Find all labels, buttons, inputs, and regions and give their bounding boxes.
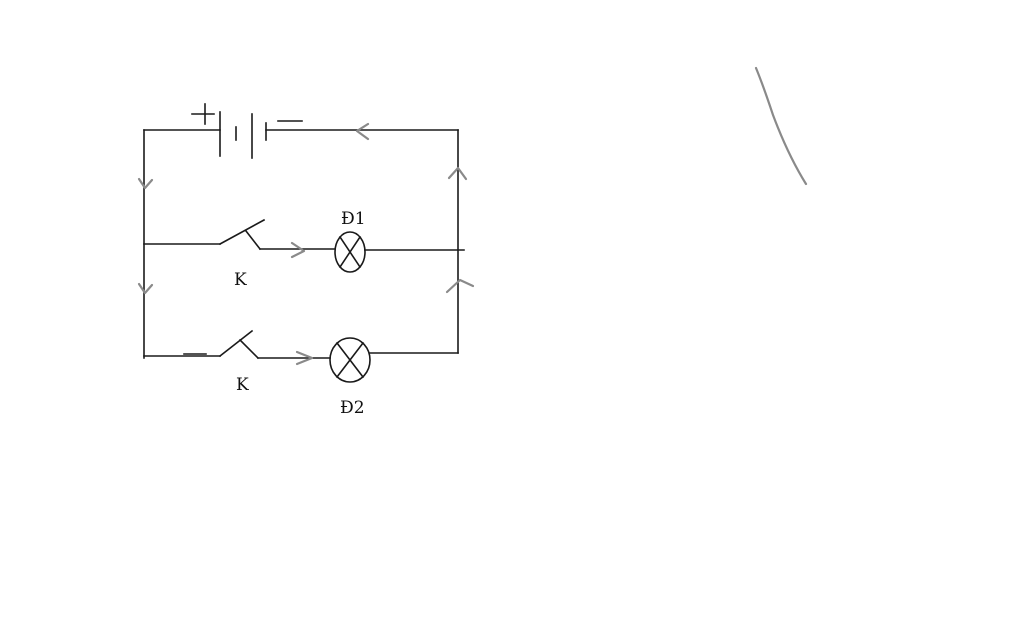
switch-2-label: K [236, 375, 249, 395]
arrow-right-branch-2-icon [295, 350, 314, 366]
stray-pen-stroke [754, 66, 808, 186]
lamp-2-cross-b [335, 341, 365, 379]
branch-2: K Đ2 [143, 329, 459, 418]
lamp-2-label: Đ2 [340, 398, 365, 418]
lamp-2-bulb [329, 337, 371, 383]
lamp-1-label: Đ1 [341, 209, 366, 229]
arrow-top-left-icon [355, 122, 370, 141]
arrow-down-left-rail-2-icon [137, 282, 154, 295]
switch-2-contact [238, 338, 260, 360]
switch-1-contact [244, 229, 262, 251]
lamp-1-cross-b [338, 235, 362, 269]
switch-1-label: K [234, 270, 247, 290]
lamp-1 [334, 231, 366, 273]
arrow-up-right-rail-1-icon [447, 166, 468, 181]
lamp-2 [329, 337, 371, 383]
switch-2-blade [218, 329, 254, 358]
battery [143, 103, 459, 159]
arrow-up-right-rail-2-icon [445, 278, 475, 294]
arrow-down-left-rail-1-icon [137, 177, 154, 190]
lamp-1-bulb [334, 231, 366, 273]
switch-1-blade [218, 218, 266, 246]
arrow-right-branch-1-icon [290, 241, 306, 259]
branch-1: Đ1 K [143, 209, 465, 290]
current-arrows [137, 122, 475, 366]
